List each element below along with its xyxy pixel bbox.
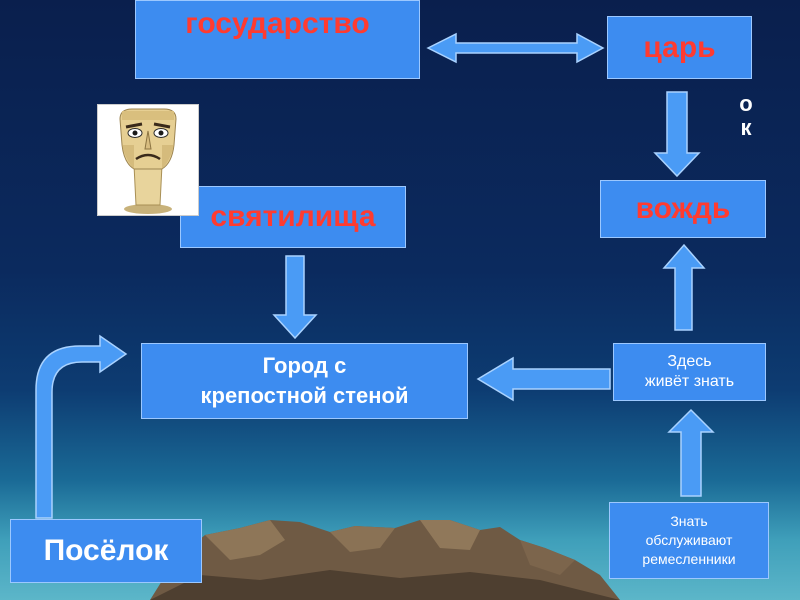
- leader-label: вождь: [635, 192, 731, 225]
- vertical-text-fragment: о к: [736, 92, 756, 140]
- arrow-settlement-to-city: [35, 334, 128, 519]
- vertical-letter-o: о: [739, 91, 753, 116]
- craftsmen-label-line1: Знать: [670, 513, 708, 529]
- state-box: государство: [135, 0, 420, 79]
- city-label-line1: Город с: [262, 353, 347, 378]
- arrow-nobility-to-city: [476, 356, 611, 402]
- idol-figure: [119, 108, 177, 214]
- settlement-label: Посёлок: [43, 534, 169, 567]
- nobility-box: Здесь живёт знать: [613, 343, 766, 401]
- arrow-nobility-to-leader: [662, 243, 706, 331]
- craftsmen-label-line3: ремесленники: [642, 551, 736, 567]
- city-box: Город с крепостной стеной: [141, 343, 468, 419]
- double-arrow: [426, 32, 605, 64]
- arrow-sanctuaries-to-city: [272, 255, 318, 340]
- sanctuaries-label: святилища: [210, 200, 376, 233]
- leader-box: вождь: [600, 180, 766, 238]
- idol-image: [97, 104, 199, 216]
- tsar-box: царь: [607, 16, 752, 79]
- settlement-box: Посёлок: [10, 519, 202, 583]
- craftsmen-box: Знать обслуживают ремесленники: [609, 502, 769, 579]
- arrow-tsar-to-leader: [653, 91, 701, 178]
- state-label: государство: [185, 7, 370, 40]
- nobility-label-line2: живёт знать: [644, 373, 735, 390]
- sanctuaries-box: святилища: [180, 186, 406, 248]
- nobility-label-line1: Здесь: [667, 353, 712, 370]
- city-label-line2: крепостной стеной: [200, 383, 409, 408]
- arrow-craftsmen-to-nobility: [667, 408, 715, 497]
- vertical-letter-k: к: [740, 115, 752, 140]
- craftsmen-label-line2: обслуживают: [645, 532, 733, 548]
- tsar-label: царь: [643, 30, 716, 64]
